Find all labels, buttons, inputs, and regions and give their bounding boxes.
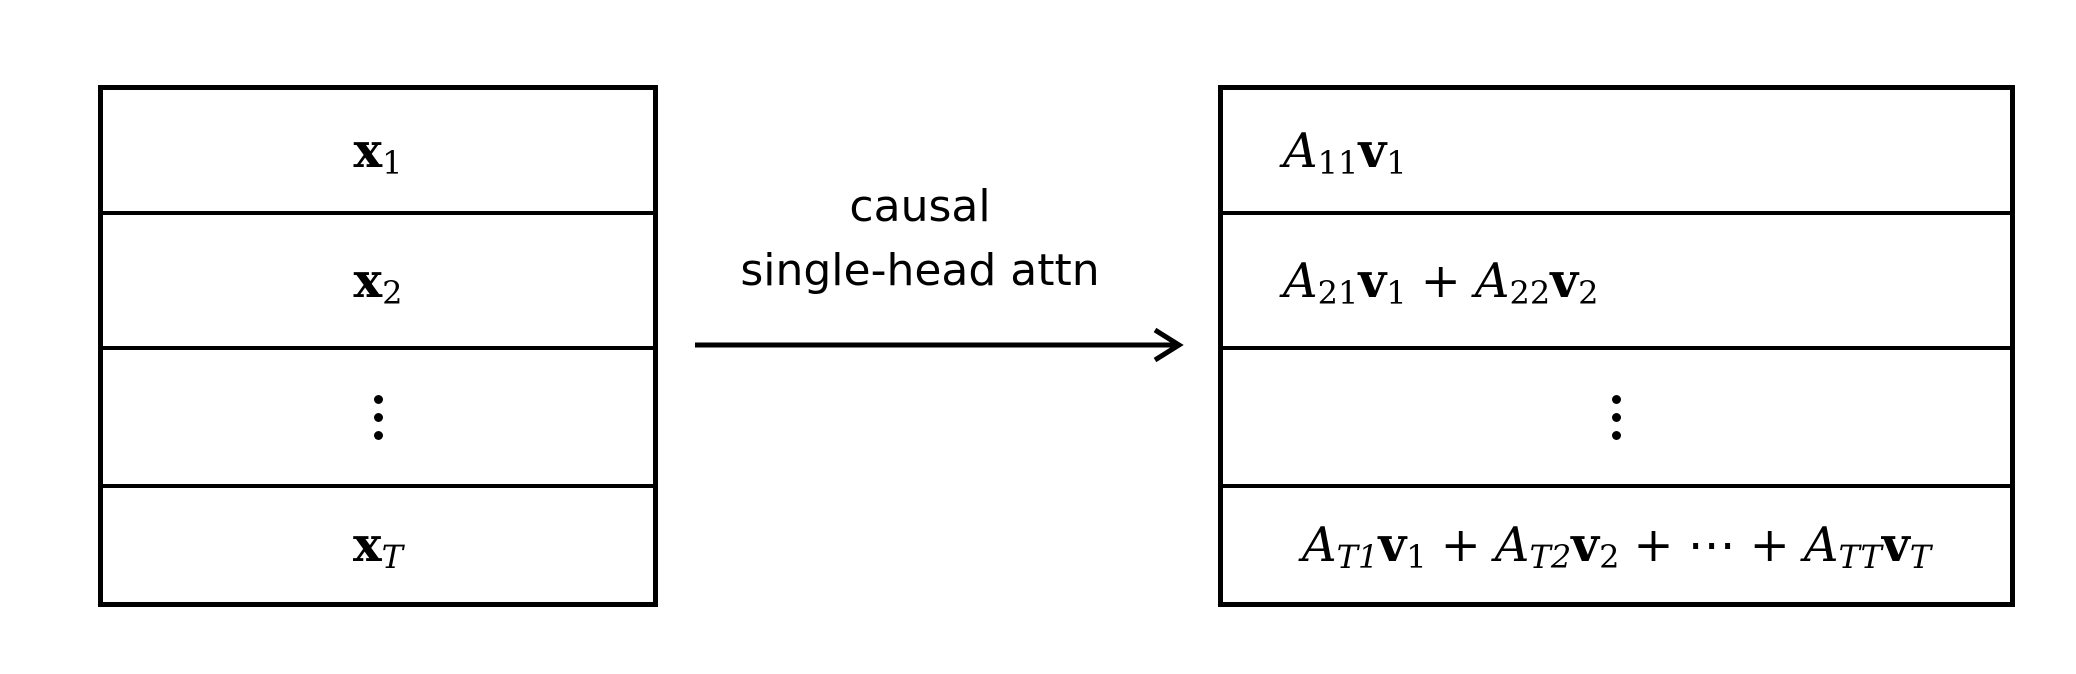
plus-operator: + bbox=[1633, 517, 1674, 573]
coef: A bbox=[1283, 252, 1318, 309]
coef-sub: 11 bbox=[1317, 143, 1359, 182]
value-var: v bbox=[1358, 122, 1387, 179]
input-sub: 2 bbox=[382, 273, 403, 312]
coef: A bbox=[1474, 252, 1510, 309]
coef-sub: T2 bbox=[1529, 538, 1572, 576]
plus-operator: + bbox=[1420, 252, 1461, 309]
plus-operator: + bbox=[1749, 517, 1790, 573]
value-sub: 2 bbox=[1599, 538, 1620, 576]
value-sub: 1 bbox=[1386, 273, 1407, 312]
plus-operator: + bbox=[1440, 517, 1481, 573]
input-var: x bbox=[353, 517, 382, 573]
input-sub: 1 bbox=[382, 143, 403, 182]
operation-label-line2: single-head attn bbox=[740, 245, 1100, 296]
coef-sub: 21 bbox=[1317, 273, 1359, 312]
operation-label-line1: causal bbox=[849, 181, 991, 232]
coef-sub: TT bbox=[1838, 538, 1882, 576]
coef-sub: T1 bbox=[1336, 538, 1379, 576]
value-var: v bbox=[1881, 517, 1910, 573]
coef-sub: 22 bbox=[1509, 273, 1551, 312]
value-var: v bbox=[1571, 517, 1600, 573]
value-var: v bbox=[1358, 252, 1387, 309]
input-row-vdots bbox=[103, 350, 653, 488]
value-sub: 1 bbox=[1406, 538, 1427, 576]
coef: A bbox=[1301, 517, 1337, 573]
value-var: v bbox=[1550, 252, 1579, 309]
right-arrow-icon bbox=[695, 327, 1184, 363]
coef: A bbox=[1803, 517, 1839, 573]
vertical-ellipsis-icon bbox=[1612, 394, 1621, 440]
value-sub: T bbox=[1909, 538, 1932, 576]
vertical-ellipsis-icon bbox=[373, 394, 383, 440]
horizontal-ellipsis: ⋯ bbox=[1687, 517, 1736, 573]
value-var: v bbox=[1378, 517, 1407, 573]
value-sub: 1 bbox=[1386, 143, 1407, 182]
operation-label: causal single-head attn bbox=[700, 175, 1140, 303]
value-sub: 2 bbox=[1578, 273, 1599, 312]
coef: A bbox=[1494, 517, 1530, 573]
input-sub: T bbox=[381, 538, 403, 576]
input-var: x bbox=[353, 252, 383, 309]
output-row-vdots bbox=[1223, 350, 2010, 488]
input-var: x bbox=[353, 122, 383, 179]
coef: A bbox=[1283, 122, 1318, 179]
